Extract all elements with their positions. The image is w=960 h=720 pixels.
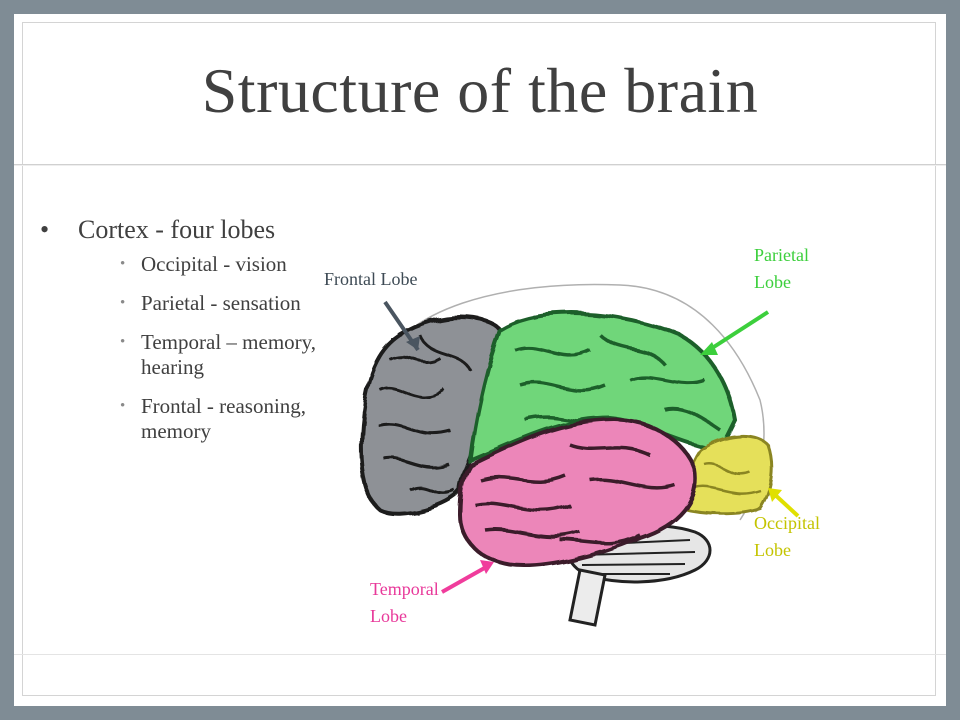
parietal-gyri (514, 333, 721, 432)
sub-bullet-item: • Frontal - reasoning, memory (103, 394, 381, 444)
occipital-arrowhead (768, 488, 782, 502)
frontal-lobe-region (358, 315, 503, 516)
sub-bullet-dot-icon: • (120, 398, 126, 414)
frontal-lobe-shape (358, 315, 503, 516)
sub-bullet-list: • Occipital - vision • Parietal - sensat… (78, 252, 381, 444)
frontal-arrowhead (406, 336, 420, 350)
cerebellum-folds (577, 539, 696, 575)
temporal-arrow (441, 564, 489, 594)
slide-frame (22, 22, 936, 696)
occipital-gyri (694, 462, 761, 495)
temporal-arrowhead (480, 560, 494, 574)
footer-divider (14, 654, 946, 655)
temporal-lobe-region (457, 417, 698, 568)
bullet-list: • Cortex - four lobes • Occipital - visi… (40, 212, 381, 458)
sub-bullet-text: Parietal - sensation (141, 291, 301, 315)
slide: Structure of the brain • Cortex - four l… (14, 14, 946, 706)
sub-bullet-text: Temporal – memory, hearing (141, 330, 317, 379)
frontal-lobe-label: Frontal Lobe (324, 269, 418, 289)
sub-bullet-item: • Parietal - sensation (103, 291, 381, 316)
temporal-lobe-shape (457, 417, 698, 568)
label-arrows (383, 300, 800, 594)
parietal-arrowhead (700, 342, 718, 355)
bullet-dot-icon: • (40, 215, 50, 244)
temporal-gyri (474, 443, 676, 545)
sub-bullet-dot-icon: • (120, 334, 126, 350)
sub-bullet-text: Occipital - vision (141, 252, 287, 276)
sub-bullet-item: • Occipital - vision (103, 252, 381, 277)
frontal-gyri (377, 334, 472, 495)
temporal-lobe-label: Temporal Lobe (370, 579, 439, 626)
occipital-lobe-label: Occipital Lobe (754, 513, 820, 560)
parietal-lobe-label: Parietal Lobe (754, 245, 809, 292)
brainstem-shape (568, 568, 607, 627)
sub-bullet-dot-icon: • (120, 295, 126, 311)
sub-bullet-text: Frontal - reasoning, memory (141, 394, 307, 443)
sub-bullet-dot-icon: • (120, 256, 126, 272)
bullet-main-text: Cortex - four lobes (78, 215, 276, 244)
parietal-arrow (704, 310, 770, 354)
title-divider (14, 164, 946, 166)
brain-diagram (358, 283, 800, 627)
bullet-main: • Cortex - four lobes • Occipital - visi… (40, 212, 381, 444)
sub-bullet-item: • Temporal – memory, hearing (103, 330, 381, 380)
slide-title: Structure of the brain (201, 55, 759, 126)
